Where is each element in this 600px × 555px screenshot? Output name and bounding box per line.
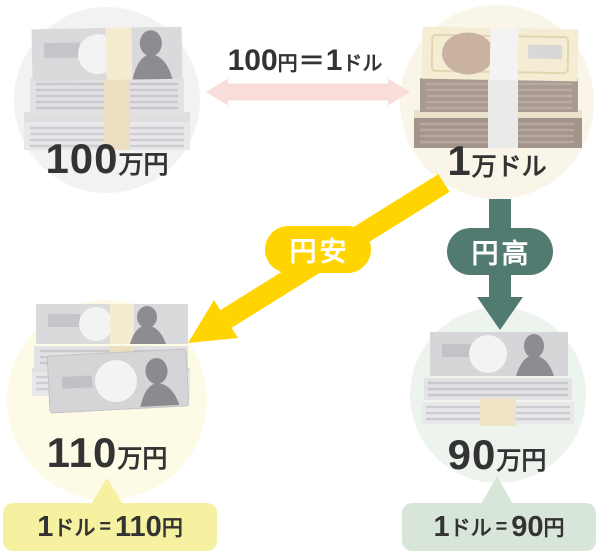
amount-label-top-left: 100万円 (12, 136, 202, 192)
rate-number: 100 (227, 44, 278, 77)
amount-label-bottom-right: 90万円 (402, 432, 592, 488)
amount-number: 110 (46, 429, 118, 476)
rate-unit: 円 (161, 517, 183, 540)
amount-unit: 万円 (496, 447, 547, 475)
equals-sign: = (495, 515, 508, 538)
yen-bundle-icon (422, 330, 574, 426)
callout-pointer-appreciation (481, 476, 513, 504)
equals-sign: = (99, 515, 112, 538)
yen-note-icon (46, 348, 190, 414)
rate-unit: 円 (277, 53, 298, 75)
rate-unit: ドル (53, 517, 96, 540)
rate-number: 1 (325, 44, 343, 77)
rate-unit: ドル (449, 517, 492, 540)
exchange-rate-label: 100円＝1ドル (195, 44, 415, 83)
amount-label-top-right: 1万ドル (402, 138, 592, 194)
rate-number: 1 (433, 510, 450, 543)
rate-number: 1 (37, 510, 54, 543)
amount-number: 100 (45, 135, 119, 182)
amount-label-bottom-left: 110万円 (12, 430, 202, 486)
dollar-bundle-icon (408, 26, 588, 152)
callout-pointer-depreciation (91, 478, 123, 504)
rate-unit: 円 (543, 517, 565, 540)
amount-unit: 万ドル (471, 153, 547, 181)
amount-unit: 万円 (117, 445, 168, 473)
rate-number: 110 (115, 510, 162, 543)
amount-number: 90 (447, 431, 497, 478)
amount-number: 1 (447, 137, 472, 184)
equals-sign: ＝ (298, 46, 325, 76)
rate-number: 90 (511, 510, 544, 543)
yen-bundle-icon (22, 24, 192, 156)
yen-depreciation-badge: 円安 (265, 226, 371, 273)
yen-appreciation-badge: 円高 (447, 228, 553, 275)
rate-unit: ドル (342, 53, 383, 75)
amount-unit: 万円 (118, 151, 169, 179)
